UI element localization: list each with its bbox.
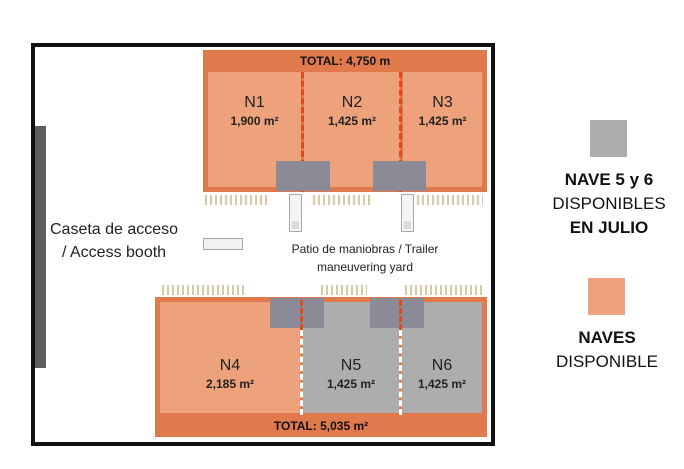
site-boundary	[31, 43, 495, 446]
bay-n2-area: 1,425 m²	[327, 114, 377, 128]
legend-orange-swatch	[588, 278, 625, 315]
divider-n2-n3	[399, 72, 402, 192]
divider-n5-n6	[399, 300, 402, 330]
dock-marking	[313, 195, 370, 205]
dock-marking	[162, 285, 246, 295]
bay-n3-area: 1,425 m²	[418, 114, 467, 128]
legend-gray-line3: EN JULIO	[569, 218, 649, 238]
dock-door	[370, 298, 424, 328]
bay-n5-area: 1,425 m²	[326, 377, 376, 391]
legend-orange-line2: DISPONIBLE	[555, 352, 659, 372]
divider-n4-n5	[300, 300, 303, 330]
legend-gray-line1: NAVE 5 y 6	[564, 170, 654, 189]
truck-icon	[289, 194, 302, 232]
yard-label: Patio de maniobras / Trailer maneuvering…	[270, 240, 460, 276]
access-booth-label: Caseta de acceso / Access booth	[50, 218, 178, 264]
top-total-label: TOTAL: 4,750 m	[203, 50, 487, 72]
bay-n1-area: 1,900 m²	[230, 114, 279, 128]
bay-n4-area: 2,185 m²	[205, 377, 255, 391]
truck-icon	[401, 194, 414, 232]
dock-marking	[417, 195, 483, 205]
legend-gray-line2: DISPONIBLES	[552, 194, 666, 214]
car-icon	[203, 238, 243, 250]
dock-marking	[321, 285, 367, 295]
divider-n1-n2	[301, 72, 304, 192]
legend-gray-text: NAVE 5 y 6 DISPONIBLES EN JULIO	[534, 168, 684, 240]
yard-label-line1: Patio de maniobras / Trailer	[291, 242, 439, 256]
top-building: TOTAL: 4,750 m N1 1,900 m² N2 1,425 m² N…	[203, 50, 487, 192]
bay-n1-name: N1	[244, 94, 265, 111]
access-gate-wall	[35, 126, 46, 368]
divider-n5-n6	[399, 330, 402, 415]
legend-gray-swatch	[590, 120, 627, 157]
bay-n2-name: N2	[341, 94, 363, 111]
divider-n4-n5	[300, 330, 303, 415]
bay-n4-name: N4	[219, 357, 241, 374]
yard-label-line2: maneuvering yard	[316, 260, 414, 274]
bay-n6-name: N6	[431, 357, 453, 374]
access-label-line1: Caseta de acceso	[50, 221, 179, 238]
bay-n5-name: N5	[340, 357, 362, 374]
dock-door	[373, 161, 426, 191]
bay-n3-name: N3	[432, 94, 453, 111]
legend-orange-line1: NAVES	[578, 328, 636, 347]
dock-door	[270, 298, 324, 328]
bottom-total-label: TOTAL: 5,035 m²	[155, 415, 487, 437]
dock-marking	[205, 195, 267, 205]
dock-marking	[405, 285, 483, 295]
dock-door	[276, 161, 330, 191]
legend-orange-text: NAVES DISPONIBLE	[532, 326, 682, 374]
access-label-line2: / Access booth	[62, 244, 167, 261]
bay-n6-area: 1,425 m²	[417, 377, 467, 391]
